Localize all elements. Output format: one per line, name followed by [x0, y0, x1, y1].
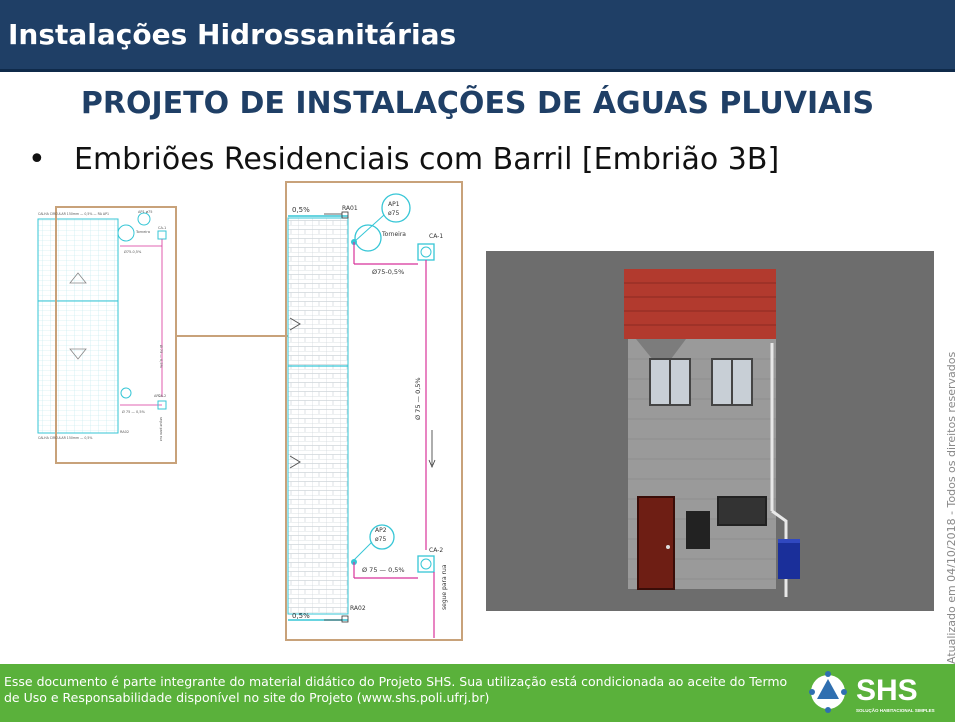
roof-tiles: [624, 282, 776, 326]
small-barrel-icon: [117, 224, 135, 242]
large-ca2-label: CA-2: [429, 547, 443, 554]
small-pipe-vertical-label: Ø 75 — 0,5%: [159, 345, 164, 369]
large-barrel-icon: [354, 224, 382, 252]
small-segue-label: segue para rua: [159, 417, 163, 441]
side-note: Atualizado em 04/10/2018 - Todos os dire…: [945, 351, 955, 664]
large-slope-arrow-2: [289, 455, 301, 469]
large-ca2-icon: [417, 555, 435, 573]
large-pipe-vertical-label: Ø 75 — 0,5%: [414, 377, 422, 420]
large-ra02-label: RA02: [350, 605, 366, 612]
large-pipe-bottom-label: Ø 75 — 0,5%: [362, 566, 405, 574]
zoom-connector: [175, 335, 290, 337]
large-ap2-icon: [369, 524, 395, 550]
house-render-svg: [486, 251, 934, 611]
shs-logo-svg: SHS SOLUÇÃO HABITACIONAL SIMPLES: [809, 671, 935, 713]
large-segue-label: segue para rua: [441, 564, 448, 610]
small-floor-plan: CALHA CIRCULAR 150mm — 0,5% — RA AP1 AP1…: [37, 206, 177, 464]
small-pipe-top-label: Ø75-0,5%: [124, 249, 142, 254]
front-door: [637, 496, 675, 590]
large-slope-bottom-label: 0,5%: [292, 612, 310, 620]
small-ca2-icon: [157, 400, 167, 410]
large-ra01-label: RA01: [342, 205, 358, 212]
roof: [624, 269, 776, 339]
footer-text: Esse documento é parte integrante do mat…: [4, 674, 788, 705]
large-slope-top-label: 0,5%: [292, 206, 310, 214]
large-ap2-label: AP2: [375, 527, 387, 534]
house-render: [486, 251, 934, 611]
small-ap2-label: AP2: [154, 394, 161, 398]
header-title: Instalações Hidrossanitárias: [8, 18, 457, 51]
large-ca1-label: CA-1: [429, 233, 443, 240]
large-torneira-label: Torneira: [381, 231, 406, 238]
bullet-text: Embriões Residenciais com Barril [Embriã…: [74, 142, 780, 177]
small-ca1-icon: [157, 230, 167, 240]
small-slope-arrow-up: [69, 272, 87, 284]
large-pipe-top-label: Ø75-0,5%: [372, 268, 404, 276]
slide-title: PROJETO DE INSTALAÇÕES DE ÁGUAS PLUVIAIS: [80, 86, 875, 121]
small-torneira-label: Torneira: [135, 230, 150, 234]
small-roof-area: [37, 218, 119, 434]
small-ra02-label: RA02: [120, 430, 129, 434]
large-plan-frame: [285, 181, 463, 641]
small-ca2-label: CA-2: [158, 394, 166, 398]
shs-logo: SHS SOLUÇÃO HABITACIONAL SIMPLES: [808, 668, 953, 718]
large-ca1-icon: [417, 243, 435, 261]
large-ap1-icon: [381, 193, 411, 223]
large-ap1-label: AP1: [388, 201, 400, 208]
small-pipe-bottom-label: Ø 75 — 0,5%: [122, 409, 146, 414]
small-plan-frame: [55, 206, 177, 464]
large-ap1-diam-label: ø75: [388, 210, 399, 217]
header-bar: Instalações Hidrossanitárias: [0, 0, 955, 72]
small-gutter-top-label: CALHA CIRCULAR 150mm — 0,5% — RA AP1: [38, 212, 109, 216]
footer-bar: Esse documento é parte integrante do mat…: [0, 664, 955, 722]
small-ca1-label: CA-1: [158, 226, 166, 230]
large-roof-area: [287, 217, 349, 615]
logo-subtext: SOLUÇÃO HABITACIONAL SIMPLES: [856, 707, 935, 713]
window-lower-small: [686, 511, 710, 549]
small-ap1-icon: [137, 212, 151, 226]
large-ap2-diam-label: ø75: [375, 536, 386, 543]
large-slope-arrow-1: [289, 317, 301, 331]
small-ap2-icon: [120, 387, 132, 399]
small-slope-arrow-down: [69, 348, 87, 360]
small-gutter-bottom-label: CALHA CIRCULAR 150mm — 0,5%: [38, 436, 92, 440]
rain-barrel: [778, 539, 800, 579]
logo-text: SHS: [856, 674, 918, 707]
window-lower-wide: [717, 496, 767, 526]
bullet-item: • Embriões Residenciais com Barril [Embri…: [28, 142, 779, 177]
bullet-dot: •: [28, 142, 46, 177]
large-floor-plan: 0,5% RA01 AP1 ø75 Torneira CA-1 Ø75-0,5%…: [285, 181, 463, 641]
small-ap1-label: AP1 ø75: [138, 210, 152, 214]
